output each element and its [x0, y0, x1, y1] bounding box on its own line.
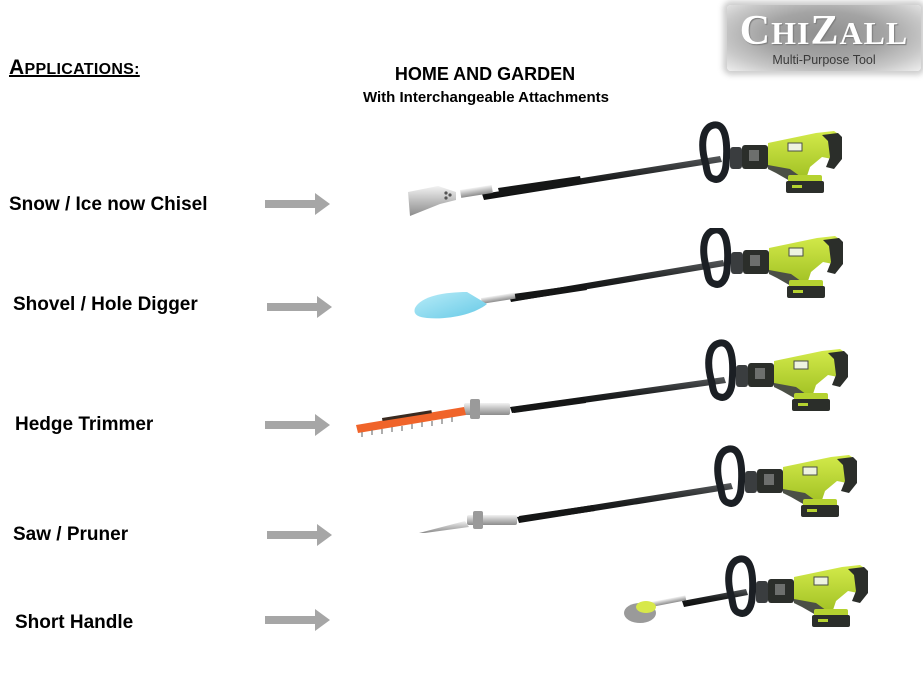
tool-image-short-handle [624, 553, 882, 633]
tool-image-shovel [414, 228, 865, 319]
arrow-right-icon [267, 524, 332, 546]
chizall-logo: CHIZALL Multi-Purpose Tool [727, 5, 921, 71]
arrow-right-icon [267, 296, 332, 318]
page-subtitle: With Interchangeable Attachments [362, 89, 609, 106]
application-label-short-handle: Short Handle [15, 612, 134, 633]
logo-tagline: Multi-Purpose Tool [772, 53, 876, 67]
logo-brand: CHIZALL [739, 8, 909, 54]
applications-heading: APPLICATIONS: [9, 56, 140, 79]
page-title: HOME AND GARDEN [394, 64, 576, 84]
tool-image-hedge-trimmer [356, 333, 872, 437]
application-label-shovel: Shovel / Hole Digger [13, 294, 198, 315]
arrow-right-icon [265, 609, 330, 631]
tool-image-saw-pruner [419, 443, 875, 533]
tool-image-chisel [408, 120, 870, 216]
application-label-saw-pruner: Saw / Pruner [13, 524, 129, 545]
application-label-chisel: Snow / Ice now Chisel [9, 194, 208, 215]
arrow-right-icon [265, 193, 330, 215]
arrow-right-icon [265, 414, 330, 436]
application-label-hedge-trimmer: Hedge Trimmer [15, 414, 154, 435]
